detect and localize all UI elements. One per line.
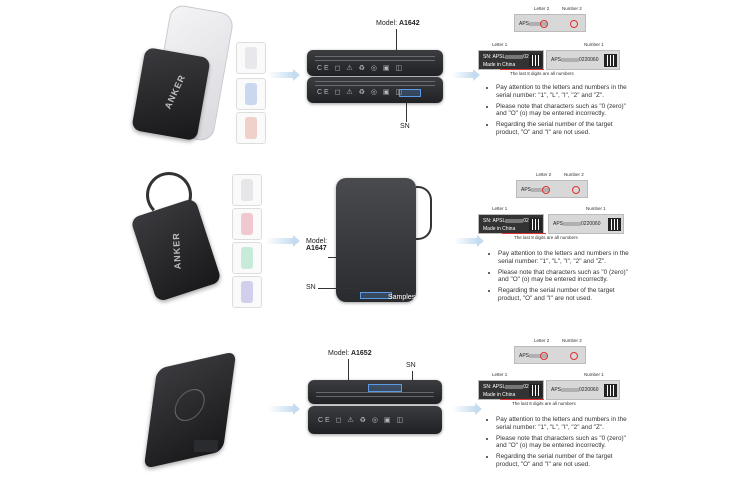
arrow-right-icon	[454, 235, 484, 247]
section-a1642: ANKER Model: A1642 CE ◻ ⚠ ♻ ◎ ▣ ◫ CE ◻ ⚠…	[0, 0, 750, 160]
number2-caption: Number 2	[562, 6, 582, 11]
sn-label: SN	[306, 284, 316, 291]
device-bottom-view: CE ◻ ⚠ ♻ ◎ ▣ ◫	[307, 77, 443, 103]
stand-kickstand	[194, 440, 218, 452]
letter2-marker	[542, 186, 550, 194]
note-item: Please note that characters such as "0 (…	[496, 435, 632, 451]
color-thumb	[236, 78, 266, 110]
letter1-caption: Letter 1	[492, 206, 508, 211]
serial-label-card-top: APS	[514, 346, 586, 364]
number1-caption: Number 1	[584, 372, 604, 377]
callout-line	[412, 371, 413, 383]
callout-line	[396, 29, 397, 54]
number2-marker	[570, 20, 578, 28]
arrow-right-icon	[266, 235, 300, 247]
arrow-right-icon	[452, 69, 480, 81]
device-top-view: CE ◻ ⚠ ♻ ◎ ▣ ◫	[307, 50, 443, 76]
cable-image	[416, 186, 432, 240]
letter2-caption: Letter 2	[534, 6, 550, 11]
serial-label-card-top: APS	[514, 14, 586, 32]
number1-caption: Number 1	[584, 42, 604, 47]
cable-image	[146, 172, 192, 218]
digits-bracket	[500, 69, 544, 70]
powerbank-stand-image	[143, 351, 237, 469]
note-item: Regarding the serial number of the targe…	[496, 121, 632, 137]
device-bottom-view: CE ◻ ⚠ ♻ ◎ ▣ ◫	[308, 406, 442, 434]
model-label: Model: A1652	[328, 350, 372, 357]
color-thumb	[236, 112, 266, 144]
device-back-view	[336, 178, 416, 302]
callout-line	[348, 359, 349, 383]
callout-line	[406, 102, 407, 122]
last8-note: The last 8 digits are all numbers	[510, 71, 574, 76]
sn-highlight	[399, 89, 421, 97]
note-item: Please note that characters such as "0 (…	[498, 269, 634, 285]
number2-caption: Number 2	[564, 172, 584, 177]
arrow-right-icon	[268, 69, 300, 81]
letter2-caption: Letter 2	[534, 338, 550, 343]
sn-label: SN	[400, 123, 410, 130]
serial-label-card-top: APS	[516, 180, 588, 198]
letter2-caption: Letter 2	[536, 172, 552, 177]
notes-list: Pay attention to the letters and numbers…	[488, 250, 634, 306]
digits-bracket	[500, 399, 544, 400]
arrow-right-icon	[452, 403, 482, 415]
arrow-right-icon	[268, 403, 300, 415]
last8-note: The last 8 digits are all numbers	[512, 401, 576, 406]
number1-caption: Number 1	[586, 206, 606, 211]
notes-list: Pay attention to the letters and numbers…	[486, 84, 632, 140]
sn-highlight	[368, 384, 402, 392]
letter2-marker	[540, 20, 548, 28]
wireless-charging-ring	[172, 386, 207, 424]
letter2-marker	[540, 352, 548, 360]
sn-label: SN	[406, 362, 416, 369]
color-thumb	[232, 174, 262, 206]
note-item: Regarding the serial number of the targe…	[498, 287, 634, 303]
brand-logo: ANKER	[162, 72, 188, 111]
note-item: Pay attention to the letters and numbers…	[498, 250, 634, 266]
letter1-caption: Letter 1	[492, 372, 508, 377]
number2-marker	[572, 186, 580, 194]
letter1-caption: Letter 1	[492, 42, 508, 47]
serial-label-card: SN: APSL0220 Made in China	[478, 380, 544, 400]
model-label: Model:A1647	[306, 238, 328, 252]
notes-list: Pay attention to the letters and numbers…	[486, 416, 632, 472]
device-top-view	[308, 380, 442, 404]
note-item: Please note that characters such as "0 (…	[496, 103, 632, 119]
number2-marker	[570, 352, 578, 360]
color-thumb	[232, 208, 262, 240]
note-item: Regarding the serial number of the targe…	[496, 453, 632, 469]
serial-label-card: SN: APSL0220 Made in China	[478, 50, 544, 70]
note-item: Pay attention to the letters and numbers…	[496, 416, 632, 432]
brand-logo: ANKER	[170, 232, 183, 270]
section-a1652: Model: A1652 SN CE ◻ ⚠ ♻ ◎ ▣ ◫ Letter 2 …	[0, 334, 750, 494]
sn-highlight	[360, 292, 392, 299]
note-item: Pay attention to the letters and numbers…	[496, 84, 632, 100]
color-thumb	[232, 242, 262, 274]
digits-bracket	[502, 233, 546, 234]
samples-label: Samples	[388, 294, 416, 301]
section-a1647: ANKER Model:A1647 Samples SN Letter 2 Nu…	[0, 166, 750, 326]
color-thumb	[236, 42, 266, 74]
number2-caption: Number 2	[562, 338, 582, 343]
model-label: Model: A1642	[376, 20, 420, 27]
callout-line	[318, 288, 358, 289]
callout-line	[328, 257, 340, 258]
serial-label-card: SN: APSL0220 Made in China	[478, 214, 544, 234]
color-thumb	[232, 276, 262, 308]
last8-note: The last 8 digits are all numbers	[514, 235, 578, 240]
